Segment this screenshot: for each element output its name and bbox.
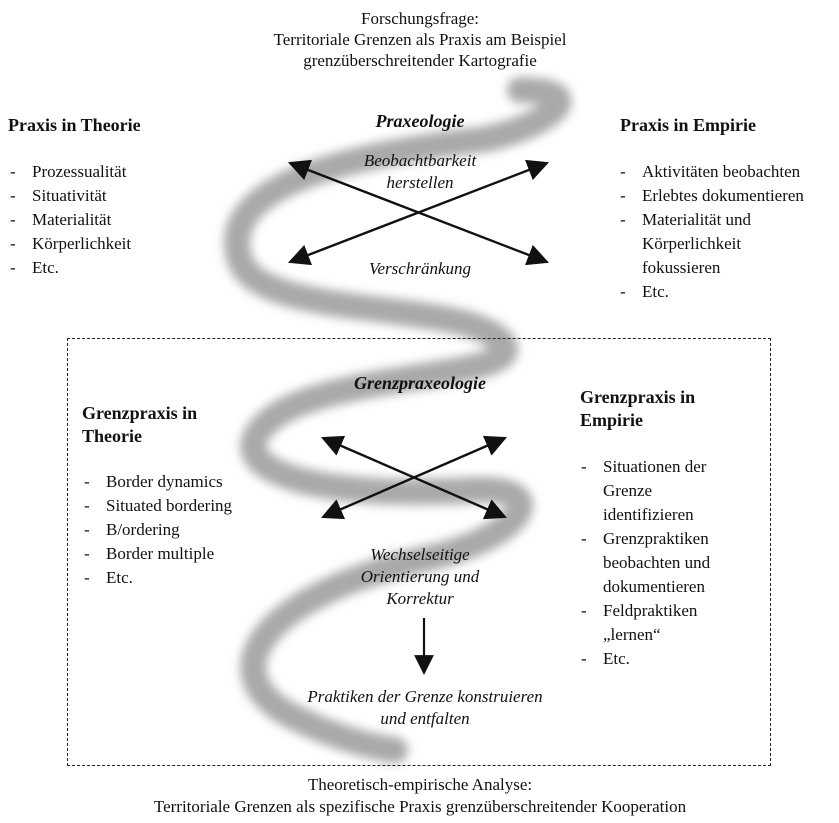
beobachtbarkeit-line1: Beobachtbarkeit xyxy=(363,151,477,170)
beobachtbarkeit-line2: herstellen xyxy=(386,173,454,192)
list-item: Border multiple xyxy=(82,542,302,566)
grenzpraxis-theorie-line2: Theorie xyxy=(82,426,142,446)
footer-line1: Theoretisch-empirische Analyse: xyxy=(307,775,533,794)
footer-line2: Territoriale Grenzen als spezifische Pra… xyxy=(153,797,687,816)
grenzpraxis-empirie-list: Situationen der Grenze identifizieren Gr… xyxy=(579,455,749,671)
header-line1: Forschungsfrage: xyxy=(360,9,480,28)
praktiken-result: Praktiken der Grenze konstruieren und en… xyxy=(270,686,580,730)
header: Forschungsfrage: Territoriale Grenzen al… xyxy=(170,8,670,71)
arrow-bottom-2 xyxy=(321,435,507,520)
grenzpraxis-empirie-line2: Empirie xyxy=(580,410,643,430)
list-item: Materialität xyxy=(8,208,208,232)
verschraenkung-label: Verschränkung xyxy=(369,259,471,278)
list-item: Materialität und Körperlichkeit fokussie… xyxy=(618,208,802,280)
list-item: Situationen der Grenze identifizieren xyxy=(579,455,733,527)
wechselseitige-label: Wechselseitige Orientierung und Korrektu… xyxy=(300,544,540,610)
list-item: Grenzpraktiken beobachten und dokumentie… xyxy=(579,527,738,599)
praxis-theorie-list: Prozessualität Situativität Materialität… xyxy=(8,160,208,280)
header-line3: grenzüberschreitender Kartografie xyxy=(303,51,537,70)
wechselseitige-line1: Wechselseitige xyxy=(370,545,470,564)
praxeologie-title: Praxeologie xyxy=(375,111,465,131)
list-item: Prozessualität xyxy=(8,160,208,184)
list-item: Situated bordering xyxy=(82,494,302,518)
grenzpraxis-theorie-list: Border dynamics Situated bordering B/ord… xyxy=(82,470,302,590)
list-item: B/ordering xyxy=(82,518,302,542)
list-item: Feldpraktiken „lernen“ xyxy=(579,599,733,647)
grenzpraxis-theorie-title: Grenzpraxis in Theorie xyxy=(82,402,197,448)
wechselseitige-line3: Korrektur xyxy=(386,589,454,608)
list-item: Border dynamics xyxy=(82,470,302,494)
header-line2: Territoriale Grenzen als Praxis am Beisp… xyxy=(273,30,567,49)
list-item: Etc. xyxy=(82,566,302,590)
praxis-empirie-title: Praxis in Empirie xyxy=(620,115,756,135)
list-item: Etc. xyxy=(618,280,838,304)
grenzpraxis-empirie-line1: Grenzpraxis in xyxy=(580,387,696,407)
list-item: Etc. xyxy=(8,256,208,280)
list-item: Aktivitäten beobachten xyxy=(618,160,838,184)
grenzpraxeologie-title: Grenzpraxeologie xyxy=(354,373,486,393)
praxis-theorie-title: Praxis in Theorie xyxy=(8,115,141,135)
wechselseitige-line2: Orientierung und xyxy=(360,567,480,586)
list-item: Situativität xyxy=(8,184,208,208)
footer: Theoretisch-empirische Analyse: Territor… xyxy=(60,774,780,818)
grenzpraxeologie-frame xyxy=(67,338,771,766)
praxis-empirie-list: Aktivitäten beobachten Erlebtes dokument… xyxy=(618,160,838,304)
list-item: Etc. xyxy=(579,647,749,671)
grenzpraxis-empirie-title: Grenzpraxis in Empirie xyxy=(580,386,695,432)
praktiken-line2: und entfalten xyxy=(380,709,470,728)
beobachtbarkeit-label: Beobachtbarkeit herstellen xyxy=(320,150,520,194)
praktiken-line1: Praktiken der Grenze konstruieren xyxy=(307,687,543,706)
arrow-top-2 xyxy=(287,159,550,266)
list-item: Körperlichkeit xyxy=(8,232,208,256)
grenzpraxis-theorie-line1: Grenzpraxis in xyxy=(82,403,198,423)
list-item: Erlebtes dokumentieren xyxy=(618,184,838,208)
